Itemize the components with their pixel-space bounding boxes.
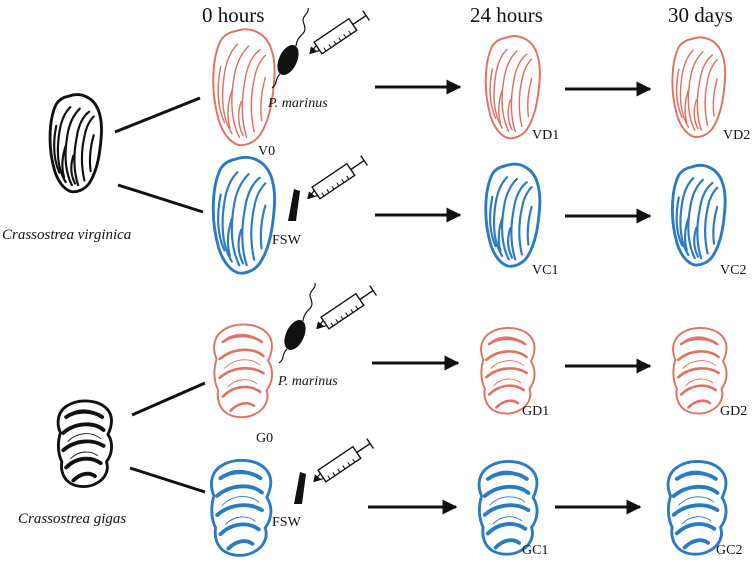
- eastern-oyster-icon: [211, 155, 277, 275]
- sample-label-gd1: GD1: [522, 404, 549, 419]
- gigas-parent-oyster: [56, 399, 113, 488]
- treatment-label-pathogen: P. marinus: [267, 96, 328, 111]
- syringe-icon: [294, 438, 375, 504]
- pacific-oyster-icon: [56, 399, 113, 488]
- eastern-oyster-icon: [670, 163, 727, 267]
- seawater-drop-icon: [288, 189, 300, 221]
- pacific-oyster-icon: [672, 327, 728, 415]
- seawater-drop-icon: [294, 472, 306, 504]
- sample-label-gd2: GD2: [720, 404, 747, 419]
- sample-label-gc1: GC1: [522, 543, 548, 558]
- sample-label-vd2: VD2: [723, 128, 750, 143]
- species-label-gigas: Crassostrea gigas: [18, 511, 126, 527]
- pacific-oyster-icon: [477, 460, 539, 556]
- parasite-icon: [277, 45, 299, 75]
- pacific-oyster-icon: [210, 458, 273, 557]
- syringe-icon: [271, 7, 371, 89]
- species-label-virginica: Crassostrea virginica: [2, 227, 131, 243]
- pacific-oyster-icon: [666, 460, 728, 556]
- parasite-icon: [284, 320, 306, 350]
- header-24-hours: 24 hours: [470, 3, 543, 27]
- connector-line: [114, 96, 201, 134]
- sample-label-vc2: VC2: [720, 263, 746, 278]
- eastern-oyster-icon: [484, 162, 542, 268]
- treatment-label-control: FSW: [272, 515, 302, 530]
- pacific-oyster-icon: [213, 323, 273, 419]
- treatment-label-pathogen: P. marinus: [277, 374, 338, 389]
- header-30-days: 30 days: [668, 3, 733, 27]
- eastern-oyster-icon: [671, 36, 727, 138]
- sample-label-gc2: GC2: [716, 543, 742, 558]
- syringe-icon: [288, 155, 369, 221]
- sample-label-v0: V0: [258, 144, 275, 159]
- connector-line: [131, 381, 206, 417]
- eastern-oyster-icon: [212, 28, 276, 147]
- syringe-icon: [278, 282, 378, 364]
- virginica-parent-oyster: [48, 93, 103, 194]
- sample-label-vd1: VD1: [532, 128, 559, 143]
- sample-label-vc1: VC1: [532, 263, 558, 278]
- connector-line: [117, 183, 204, 214]
- pacific-oyster-icon: [480, 327, 536, 415]
- sample-label-g0: G0: [256, 431, 273, 446]
- header-0-hours: 0 hours: [202, 3, 264, 27]
- connector-line: [129, 466, 206, 494]
- treatment-label-control: FSW: [272, 233, 302, 248]
- eastern-oyster-icon: [484, 35, 541, 140]
- eastern-oyster-icon: [48, 93, 103, 194]
